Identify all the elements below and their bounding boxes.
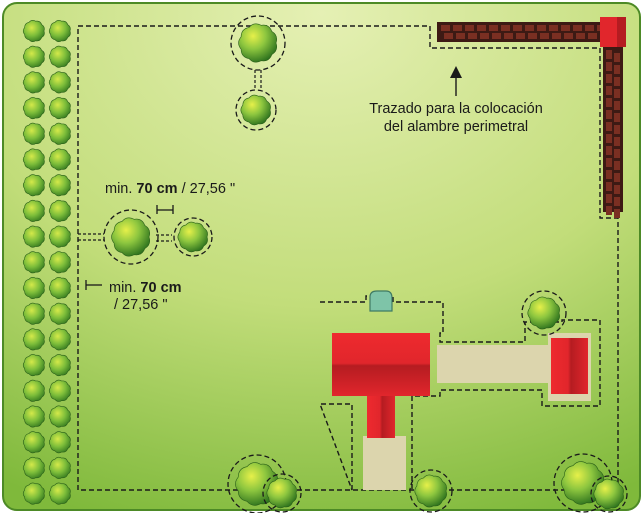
hedge-bush bbox=[22, 328, 45, 351]
hedge-bush bbox=[48, 405, 71, 428]
hedge-bush bbox=[48, 20, 71, 42]
hedge-bush bbox=[22, 456, 45, 479]
hedge-row bbox=[22, 20, 71, 505]
hedge-bush bbox=[48, 97, 71, 120]
hedge-bush bbox=[48, 277, 71, 299]
tree-bottom-left-small bbox=[266, 477, 297, 509]
hedge-bush bbox=[48, 302, 71, 325]
hedge-bush bbox=[48, 174, 71, 197]
tree-top-large bbox=[238, 23, 278, 63]
charging-station-icon bbox=[369, 290, 393, 312]
tree-right bbox=[527, 296, 560, 330]
tree-top-small bbox=[240, 94, 271, 126]
wire-path-label-line2: del alambre perimetral bbox=[384, 119, 528, 135]
hedge-bush bbox=[22, 251, 45, 274]
hedge-bush bbox=[48, 456, 71, 479]
house-main bbox=[332, 333, 430, 438]
hedge-bush bbox=[22, 431, 45, 454]
hedge-bush bbox=[48, 122, 71, 145]
house-annex bbox=[551, 338, 588, 394]
min-distance-label-trees: min. 70 cm / 27,56 " bbox=[105, 181, 235, 197]
fence bbox=[437, 17, 626, 218]
hedge-bush bbox=[48, 148, 71, 171]
hedge-bush bbox=[22, 148, 45, 171]
tree-bottom-right-small bbox=[593, 478, 624, 510]
min-distance-label-hedge: min. 70 cm bbox=[109, 280, 182, 296]
hedge-bush bbox=[48, 354, 71, 377]
tree-left-large bbox=[111, 217, 151, 257]
tree-bottom-right bbox=[561, 461, 605, 505]
hedge-bush bbox=[48, 225, 71, 248]
tree-connectors bbox=[78, 70, 262, 242]
wire-path-label: Trazado para la colocación bbox=[369, 101, 543, 117]
house-exclusion-wire bbox=[318, 295, 601, 491]
dimension-bracket-icon bbox=[156, 205, 174, 214]
hedge-bush bbox=[22, 199, 45, 222]
dimension-bracket-icon bbox=[85, 280, 102, 290]
hedge-bush bbox=[22, 482, 45, 505]
hedge-bush bbox=[22, 354, 45, 377]
hedge-bush bbox=[48, 71, 71, 94]
hedge-bush bbox=[22, 302, 45, 325]
hedge-bush bbox=[22, 174, 45, 197]
hedge-bush bbox=[22, 97, 45, 120]
hedge-bush bbox=[22, 122, 45, 145]
hedge-bush bbox=[22, 71, 45, 94]
hedge-bush bbox=[22, 20, 45, 42]
hedge-bush bbox=[48, 328, 71, 351]
hedge-bush bbox=[48, 199, 71, 222]
hedge-bush bbox=[22, 277, 45, 299]
hedge-bush bbox=[48, 482, 71, 505]
arrow-up-icon bbox=[450, 66, 462, 96]
hedge-bush bbox=[22, 225, 45, 248]
tree-left-small bbox=[177, 221, 208, 253]
hedge-bush bbox=[22, 379, 45, 402]
tree-bottom-mid bbox=[414, 474, 447, 508]
hedge-bush bbox=[48, 45, 71, 68]
hedge-bush bbox=[48, 251, 71, 274]
hedge-bush bbox=[22, 405, 45, 428]
lawn bbox=[2, 2, 641, 511]
hedge-bush bbox=[48, 431, 71, 454]
trees bbox=[103, 15, 628, 514]
hedge-bush bbox=[48, 379, 71, 402]
min-distance-label-hedge-line2: / 27,56 " bbox=[114, 297, 168, 313]
hedge-bush bbox=[22, 45, 45, 68]
